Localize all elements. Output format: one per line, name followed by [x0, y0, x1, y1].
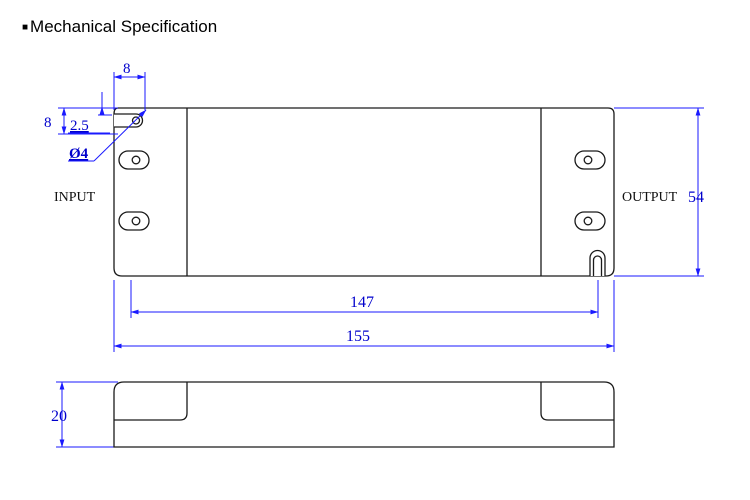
output-mounting-slot — [589, 249, 606, 276]
dim-slot-width-value: 8 — [123, 61, 131, 77]
dim-total-length-value: 155 — [346, 328, 370, 345]
dim-hole-leader — [93, 109, 147, 162]
input-label: INPUT — [54, 190, 96, 205]
side-view-outline — [113, 381, 615, 448]
input-mounting-slot — [114, 113, 144, 128]
top-view-outline — [113, 107, 615, 277]
dim-slot-depth-value: 2.5 — [70, 118, 89, 134]
dim-slot-height-value: 8 — [44, 115, 52, 131]
top-view — [113, 107, 615, 277]
side-view-left-cap — [114, 382, 188, 421]
dim-inner-length-value: 147 — [350, 294, 374, 311]
output-mounting-holes — [574, 150, 606, 231]
dim-height-value: 54 — [688, 189, 704, 206]
dim-hole-diameter-value: Ø4 — [69, 146, 89, 162]
heading-bullet: ■ — [22, 22, 29, 33]
dim-thickness-value: 20 — [51, 408, 67, 425]
heading-text: Mechanical Specification — [30, 17, 218, 36]
side-view-right-cap — [540, 382, 614, 421]
input-mounting-holes — [118, 150, 150, 231]
dimension-values: 8 8 2.5 Ø4 54 147 155 20 — [44, 61, 704, 425]
output-label: OUTPUT — [622, 190, 678, 205]
dimension-lines — [56, 72, 704, 448]
section-heading: ■Mechanical Specification — [22, 17, 217, 37]
side-view — [113, 381, 615, 448]
